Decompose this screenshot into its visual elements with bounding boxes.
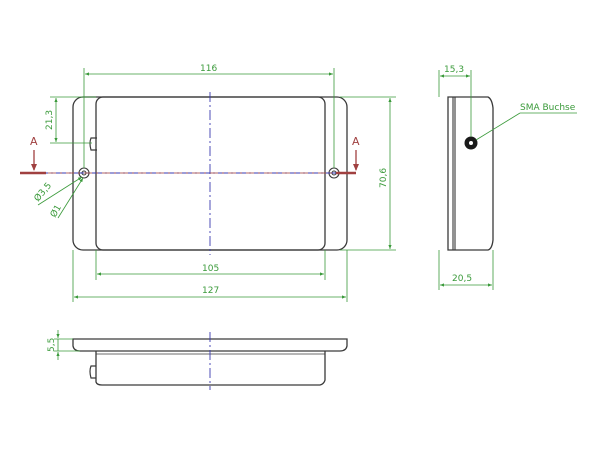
dimension-70-6: 70,6 xyxy=(340,96,396,251)
dim-label-5-5: 5,5 xyxy=(47,338,57,352)
dimension-116: 116 xyxy=(83,64,335,168)
dim-label-d1: Ø1 xyxy=(48,203,64,220)
front-flange-outline xyxy=(72,338,348,352)
dim-label-70-6: 70,6 xyxy=(379,168,389,188)
front-body-outline xyxy=(95,351,326,386)
dimension-21-3: 21,3 xyxy=(45,96,96,144)
front-connector-stub xyxy=(89,365,96,379)
dimension-20-5: 20,5 xyxy=(438,250,494,290)
sma-callout: SMA Buchse xyxy=(475,103,577,141)
dimension-105: 105 xyxy=(95,250,326,280)
front-view: 5,5 xyxy=(47,330,348,390)
dim-label-15-3: 15,3 xyxy=(444,65,464,75)
dimension-5-5: 5,5 xyxy=(47,330,80,360)
section-marker-right: A xyxy=(352,135,360,148)
top-view: A A 116 21,3 Ø3,5 Ø1 70,6 xyxy=(20,64,396,302)
dim-label-116: 116 xyxy=(200,64,217,74)
dimension-15-3: 15,3 xyxy=(438,65,472,137)
sma-connector-pin xyxy=(469,141,473,145)
section-line-a xyxy=(20,150,359,175)
section-marker-left: A xyxy=(30,135,38,148)
connector-stub xyxy=(89,137,97,151)
dim-label-d3-5: Ø3,5 xyxy=(32,180,54,203)
sma-label: SMA Buchse xyxy=(520,103,576,113)
dim-label-127: 127 xyxy=(202,286,219,296)
side-body-outline xyxy=(447,96,494,251)
dimension-diameter-holes: Ø3,5 Ø1 xyxy=(32,176,84,220)
side-view: 15,3 20,5 SMA Buchse xyxy=(438,65,577,290)
dimension-127: 127 xyxy=(72,250,348,302)
dim-label-20-5: 20,5 xyxy=(452,274,472,284)
dim-label-21-3: 21,3 xyxy=(45,110,55,130)
dim-label-105: 105 xyxy=(202,264,219,274)
